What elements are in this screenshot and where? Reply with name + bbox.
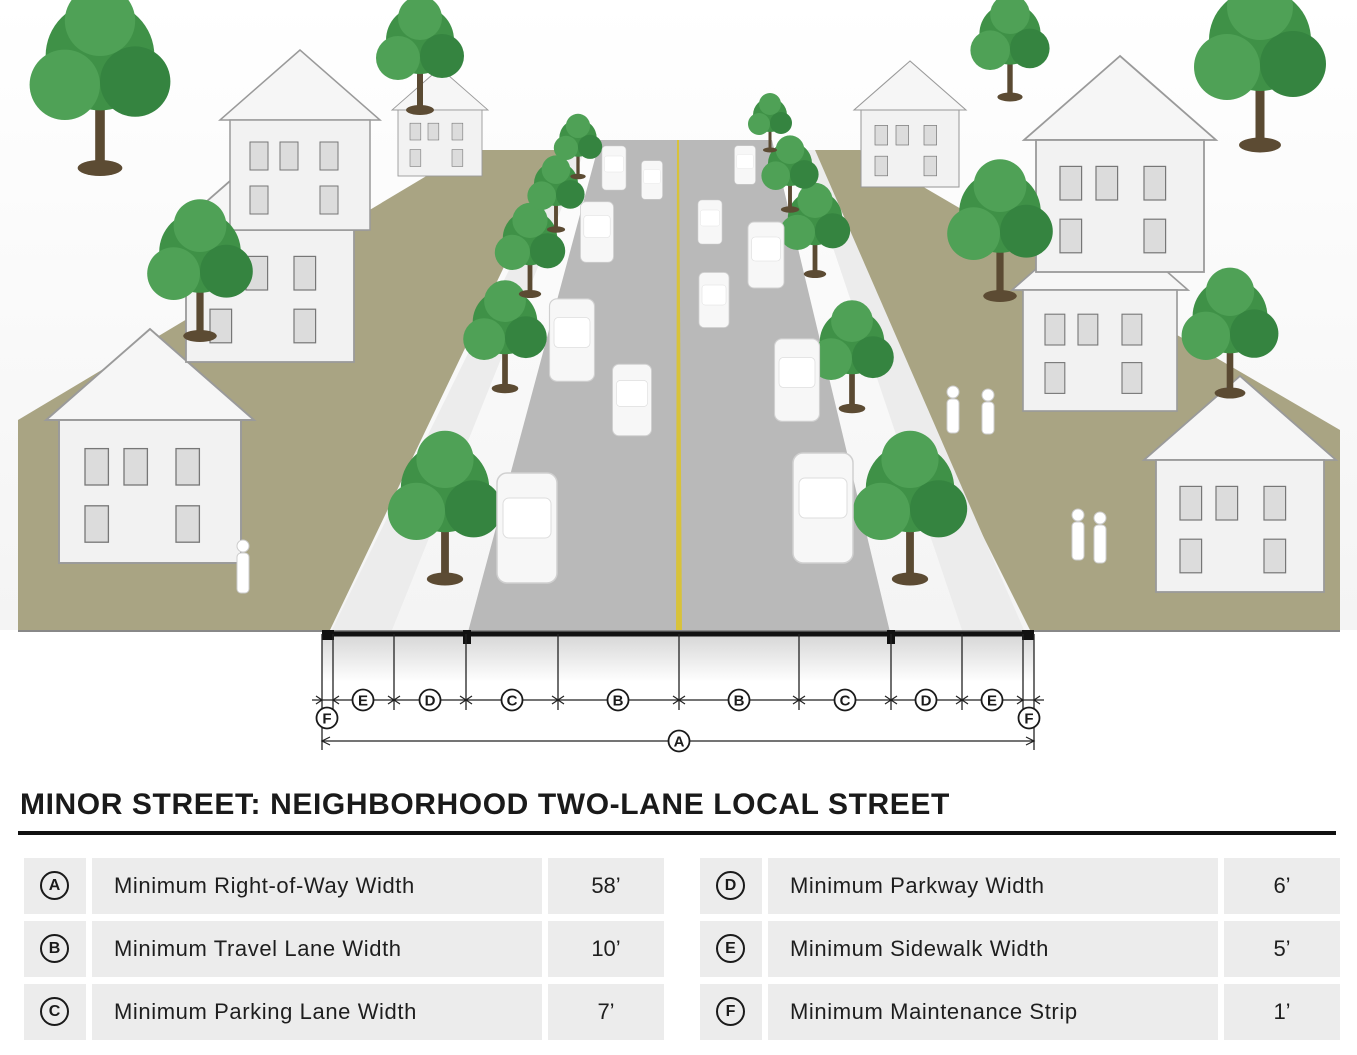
- spec-label-cell: Minimum Parking Lane Width: [92, 984, 542, 1040]
- spec-label: Minimum Maintenance Strip: [790, 999, 1078, 1024]
- car-lane-right-2: [697, 199, 723, 245]
- dimension-marker-d: D: [921, 693, 932, 710]
- key-f-badge: F: [716, 997, 745, 1026]
- dimension-arrows: [315, 695, 1041, 705]
- spec-key-cell: E: [700, 921, 762, 977]
- car-left-3: [580, 201, 614, 263]
- dimension-marker-circle: [500, 688, 524, 712]
- dimension-marker-e: E: [987, 693, 997, 710]
- spec-row-a: A Minimum Right-of-Way Width 58’: [24, 858, 664, 914]
- center-line: [676, 140, 682, 632]
- dimension-marker-c: C: [840, 693, 851, 710]
- dimension-marker-circle: [606, 688, 630, 712]
- spec-key-cell: D: [700, 858, 762, 914]
- spec-label-cell: Minimum Travel Lane Width: [92, 921, 542, 977]
- dimension-marker-circle: [351, 688, 375, 712]
- spec-row-e: E Minimum Sidewalk Width 5’: [700, 921, 1340, 977]
- spec-row-b: B Minimum Travel Lane Width 10’: [24, 921, 664, 977]
- key-c-badge: C: [40, 997, 69, 1026]
- car-right-4: [734, 145, 756, 185]
- dimension-marker-b: B: [613, 693, 624, 710]
- spec-table-right: D Minimum Parkway Width 6’ E Minimum Sid…: [700, 858, 1340, 1040]
- dimension-marker-f: F: [322, 711, 331, 728]
- section-dividers: [321, 634, 1035, 750]
- spec-value: 7’: [597, 999, 615, 1024]
- edge-left: [322, 630, 334, 640]
- spec-table-left: A Minimum Right-of-Way Width 58’ B Minim…: [24, 858, 664, 1040]
- curb-left: [463, 630, 471, 644]
- key-e-badge: E: [716, 934, 745, 963]
- dimension-marker-d: D: [425, 693, 436, 710]
- car-left-4: [601, 145, 627, 191]
- spec-value-cell: 5’: [1224, 921, 1340, 977]
- dimension-marker-circle: [418, 688, 442, 712]
- spec-key-cell: A: [24, 858, 86, 914]
- dimension-marker-circle: [315, 706, 339, 730]
- spec-value: 6’: [1273, 873, 1291, 898]
- spec-value-cell: 1’: [1224, 984, 1340, 1040]
- page-title: MINOR STREET: NEIGHBORHOOD TWO-LANE LOCA…: [20, 788, 950, 821]
- spec-value: 10’: [591, 936, 621, 961]
- dimension-marker-c: C: [507, 693, 518, 710]
- spec-label-cell: Minimum Sidewalk Width: [768, 921, 1218, 977]
- spec-value-cell: 6’: [1224, 858, 1340, 914]
- spec-label: Minimum Sidewalk Width: [790, 936, 1049, 961]
- car-left-1: [496, 472, 558, 584]
- spec-label: Minimum Parkway Width: [790, 873, 1045, 898]
- car-right-3: [747, 221, 785, 289]
- car-lane-left-2: [641, 160, 663, 200]
- dimension-marker-b: B: [734, 693, 745, 710]
- key-b-badge: B: [40, 934, 69, 963]
- pedestrians-right: [946, 385, 1107, 564]
- car-left-2: [548, 298, 596, 382]
- spec-key-cell: F: [700, 984, 762, 1040]
- dimension-marker-circle: [667, 729, 691, 753]
- spec-label: Minimum Travel Lane Width: [114, 936, 402, 961]
- spec-label-cell: Minimum Maintenance Strip: [768, 984, 1218, 1040]
- car-right-1: [792, 452, 854, 564]
- section-band: [322, 634, 1034, 682]
- dimension-marker-a: A: [674, 734, 685, 751]
- spec-label-cell: Minimum Parkway Width: [768, 858, 1218, 914]
- key-a-badge: A: [40, 871, 69, 900]
- spec-row-c: C Minimum Parking Lane Width 7’: [24, 984, 664, 1040]
- car-lane-right-1: [698, 272, 730, 328]
- street-illustration: F E D C B B C D E F A: [0, 0, 1357, 753]
- dimension-marker-e: E: [358, 693, 368, 710]
- spec-key-cell: C: [24, 984, 86, 1040]
- key-d-badge: D: [716, 871, 745, 900]
- spec-value-cell: 58’: [548, 858, 664, 914]
- dimension-marker-circle: [1017, 706, 1041, 730]
- spec-value-cell: 10’: [548, 921, 664, 977]
- edge-right: [1022, 630, 1034, 640]
- car-lane-left-1: [612, 363, 652, 437]
- spec-value: 5’: [1273, 936, 1291, 961]
- car-right-2: [773, 338, 821, 422]
- spec-key-cell: B: [24, 921, 86, 977]
- dimension-markers: F E D C B B C D E F A: [315, 688, 1041, 753]
- spec-label-cell: Minimum Right-of-Way Width: [92, 858, 542, 914]
- dimension-marker-f: F: [1024, 711, 1033, 728]
- dimension-marker-circle: [980, 688, 1004, 712]
- dimension-marker-circle: [727, 688, 751, 712]
- spec-row-d: D Minimum Parkway Width 6’: [700, 858, 1340, 914]
- spec-value: 1’: [1273, 999, 1291, 1024]
- right-sidewalk: [800, 150, 1024, 630]
- spec-value-cell: 7’: [548, 984, 664, 1040]
- dimension-marker-circle: [833, 688, 857, 712]
- spec-value: 58’: [591, 873, 621, 898]
- pedestrian-left: [236, 539, 250, 594]
- spec-row-f: F Minimum Maintenance Strip 1’: [700, 984, 1340, 1040]
- spec-label: Minimum Right-of-Way Width: [114, 873, 415, 898]
- spec-label: Minimum Parking Lane Width: [114, 999, 417, 1024]
- title-rule: [18, 831, 1336, 835]
- dimension-marker-circle: [914, 688, 938, 712]
